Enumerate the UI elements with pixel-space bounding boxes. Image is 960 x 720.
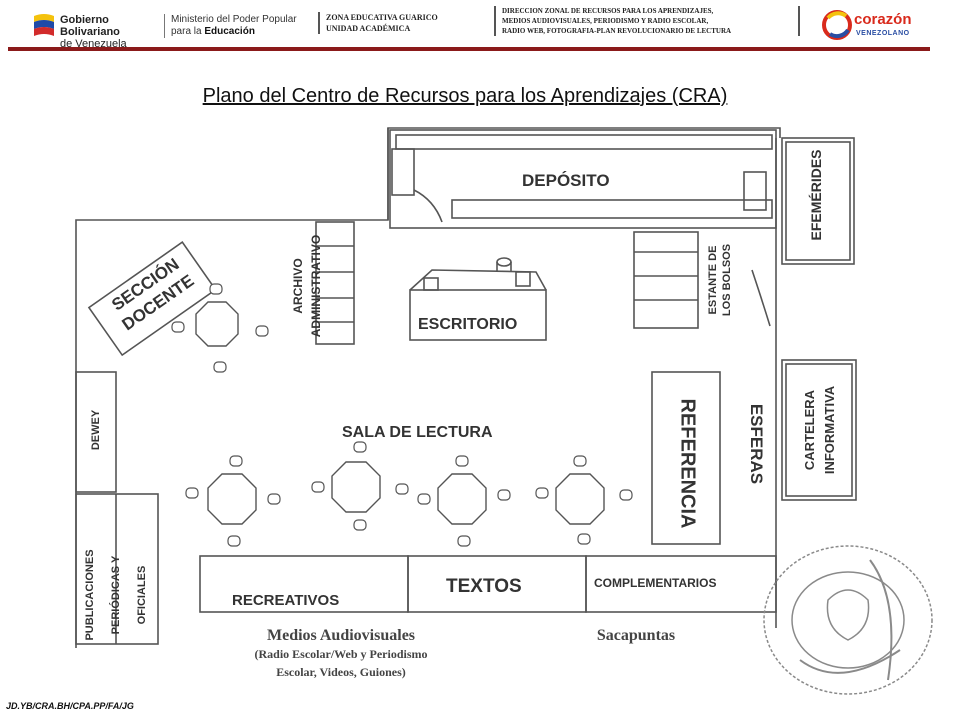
deposito-room: [389, 129, 777, 229]
reading-table-3: [437, 473, 487, 525]
recreativos-label: RECREATIVOS: [232, 592, 340, 609]
heart-swirl-icon: [822, 10, 852, 40]
complementarios-shelf: [585, 555, 777, 613]
medios-audiovisuales-label: Medios Audiovisuales (Radio Escolar/Web …: [254, 627, 428, 679]
header-banner: Gobierno Bolivariano de Venezuela Minist…: [0, 0, 960, 58]
referencia-shelf: [651, 371, 721, 545]
seccion-docente-box: [87, 241, 217, 357]
reading-table-1: [207, 473, 257, 525]
cartelera-label: CARTELERA INFORMATIVA: [802, 385, 837, 475]
footer-code: JD.YB/CRA.BH/CPA.PP/FA/JG: [6, 701, 134, 711]
sacapuntas-label: Sacapuntas: [596, 627, 676, 644]
archivo-label: ARCHIVO ADMINISTRATIVO: [291, 234, 323, 338]
estante-bolsos: [633, 231, 699, 329]
sala-lectura-label: SALA DE LECTURA: [342, 424, 493, 441]
publicaciones-label: PUBLICACIONES PERIÓDICAS Y OFICIALES: [84, 549, 148, 641]
page-title: Plano del Centro de Recursos para los Ap…: [202, 85, 728, 107]
deposito-label: DEPÓSITO: [522, 171, 610, 190]
complementarios-label: COMPLEMENTARIOS: [594, 576, 717, 590]
direccion-zonal-text: DIRECCION ZONAL DE RECURSOS PARA LOS APR…: [494, 6, 800, 36]
efemerides-label: EFEMÉRIDES: [808, 149, 824, 241]
docente-table: [195, 301, 239, 347]
reading-tables: [195, 301, 605, 525]
escritorio-label: ESCRITORIO: [418, 316, 518, 333]
cartelera-board: [781, 359, 857, 501]
efemerides-board: [781, 137, 855, 265]
official-seal: [763, 545, 933, 695]
referencia-label: REFERENCIA: [676, 398, 699, 529]
header-rule: [8, 47, 930, 51]
outer-wall: [75, 127, 781, 648]
logo-sub: VENEZOLANO: [856, 30, 910, 37]
reading-table-2: [331, 461, 381, 513]
estante-label: ESTANTE DE LOS BOLSOS: [707, 243, 733, 317]
logo-word: corazón: [854, 11, 912, 28]
dewey-shelf: [75, 371, 117, 493]
venezuela-flag-icon: [34, 14, 54, 36]
zona-educativa-text: ZONA EDUCATIVA GUARICO UNIDAD ACADÉMICA: [318, 12, 476, 34]
publicaciones-shelf: [75, 493, 159, 645]
corazon-venezolano-logo: corazón VENEZOLANO: [820, 8, 930, 44]
escritorio-desk: [409, 289, 547, 341]
archivo-cabinet: [315, 221, 355, 345]
ministry-text: Ministerio del Poder Popular para la Edu…: [164, 14, 321, 38]
dewey-label: DEWEY: [90, 409, 102, 451]
reading-table-4: [555, 473, 605, 525]
esferas-label: ESFERAS: [747, 403, 766, 485]
textos-label: TEXTOS: [446, 576, 522, 597]
stools: [171, 283, 633, 547]
